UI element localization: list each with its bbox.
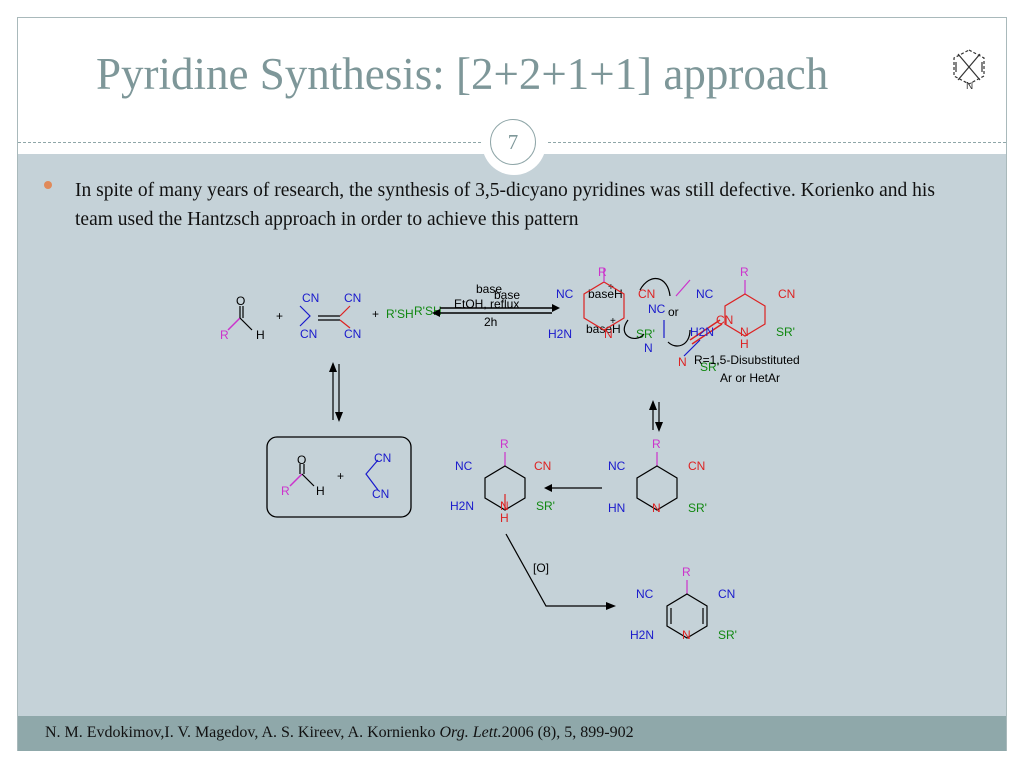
- h2n-label: H2N: [630, 628, 654, 642]
- n-label: N: [652, 501, 661, 515]
- r-label: R: [220, 328, 229, 342]
- oxidation-arrow: [O]: [505, 533, 616, 610]
- cn-label: CN: [688, 459, 705, 473]
- r-label: R: [500, 437, 509, 451]
- nc-label: NC: [696, 287, 714, 301]
- condition-solvent: EtOH, reflux: [454, 297, 519, 311]
- svg-text:N: N: [966, 81, 973, 92]
- n-label: N: [644, 341, 653, 355]
- r-label: R: [281, 484, 290, 498]
- oxygen-label: O: [236, 294, 245, 308]
- h-label: H: [316, 484, 325, 498]
- dihydropyridine-middle: R NC CN H2N N H SR': [450, 437, 555, 525]
- sr-label: SR': [700, 360, 719, 374]
- condition-base: base: [476, 282, 502, 296]
- plus-sign: +: [608, 282, 614, 293]
- n-label: N: [740, 325, 749, 339]
- slide-title: Pyridine Synthesis: [2+2+1+1] approach: [96, 49, 829, 99]
- cn-label: CN: [344, 327, 361, 341]
- equilibrium-arrow-right: [649, 400, 663, 432]
- n-label: N: [604, 327, 613, 341]
- bullet-text: In spite of many years of research, the …: [75, 180, 935, 230]
- cn-label: CN: [300, 327, 317, 341]
- boxed-reagents: O R H + CN CN: [266, 436, 412, 518]
- imine-intermediate: R NC CN HN N SR': [608, 437, 707, 515]
- dihydropyridine-top: R NC CN H2N CN N H SR': [690, 265, 795, 351]
- thiol-label: R'SH: [414, 304, 442, 318]
- condition-base: base: [494, 288, 520, 302]
- oxygen-label: O: [297, 453, 306, 467]
- nc-label: NC: [636, 587, 654, 601]
- nc-label: NC: [648, 302, 666, 316]
- n-label: N: [678, 355, 687, 369]
- sr-label: SR': [688, 501, 707, 515]
- h-label: H: [256, 328, 265, 342]
- sr-label: SR': [718, 628, 737, 642]
- nc-label: NC: [455, 459, 473, 473]
- plus-sign: +: [276, 309, 283, 323]
- n-label: N: [682, 628, 691, 642]
- nc-label: NC: [556, 287, 574, 301]
- sr-label: SR': [776, 325, 795, 339]
- citation-footer: N. M. Evdokimov,I. V. Magedov, A. S. Kir…: [18, 716, 1006, 751]
- cn-label: CN: [534, 459, 551, 473]
- slide-number: 7: [490, 119, 536, 165]
- cn-label: CN: [638, 287, 655, 301]
- h2n-label: H2N: [548, 327, 572, 341]
- citation-journal: Org. Lett.: [439, 724, 502, 741]
- h-label: H: [500, 511, 509, 525]
- r-label: R: [740, 265, 749, 279]
- malononitrile-dimer: CN CN CN CN: [299, 291, 361, 341]
- h2n-label: H2N: [450, 499, 474, 513]
- oxidation-label: [O]: [533, 561, 549, 575]
- cn-label: CN: [372, 487, 389, 501]
- nc-label: NC: [608, 459, 626, 473]
- h-label: H: [740, 337, 749, 351]
- citation-text: N. M. Evdokimov,I. V. Magedov, A. S. Kir…: [45, 724, 634, 742]
- cn-label: CN: [302, 291, 319, 305]
- cn-label: CN: [778, 287, 795, 301]
- thiol-label: R'SH: [386, 307, 414, 321]
- top-reaction-arrow: base base EtOH, reflux 2h: [432, 282, 560, 329]
- pyridine-product: R NC CN H2N N SR': [630, 565, 737, 642]
- condition-time: 2h: [484, 315, 497, 329]
- cn-label: CN: [374, 451, 391, 465]
- bullet-dot: [44, 181, 52, 189]
- r-definition: R=1,5-Disubstituted: [694, 353, 800, 367]
- r-label: R: [652, 437, 661, 451]
- plus-sign: +: [610, 316, 616, 327]
- equilibrium-arrow-left: [329, 362, 343, 422]
- aldehyde-molecule: O R H: [220, 294, 265, 342]
- r-label: R: [682, 565, 691, 579]
- plus-sign: +: [372, 307, 379, 321]
- r-definition: Ar or HetAr: [720, 371, 780, 385]
- citation-authors: N. M. Evdokimov,I. V. Magedov, A. S. Kir…: [45, 724, 440, 741]
- plus-sign: +: [337, 469, 344, 483]
- sr-label: SR': [536, 499, 555, 513]
- h2n-label: H2N: [690, 325, 714, 339]
- pyridine-structure-icon: N: [946, 44, 992, 92]
- mechanism-intermediate: R NC CN baseH + baseH + H2N N SR' NC N o…: [548, 265, 800, 385]
- or-label: or: [668, 305, 679, 319]
- sr-label: SR': [636, 327, 655, 341]
- content-area: [18, 154, 1006, 716]
- hn-label: HN: [608, 501, 625, 515]
- citation-details: 2006 (8), 5, 899-902: [501, 724, 634, 741]
- base-h-label: baseH: [588, 287, 623, 301]
- slide-number-badge: 7: [485, 114, 543, 172]
- n-label: N: [500, 499, 509, 513]
- cn-label: CN: [718, 587, 735, 601]
- middle-arrow: [544, 484, 602, 492]
- cn-label: CN: [344, 291, 361, 305]
- r-label: R: [598, 265, 607, 279]
- cn-label: CN: [716, 313, 733, 327]
